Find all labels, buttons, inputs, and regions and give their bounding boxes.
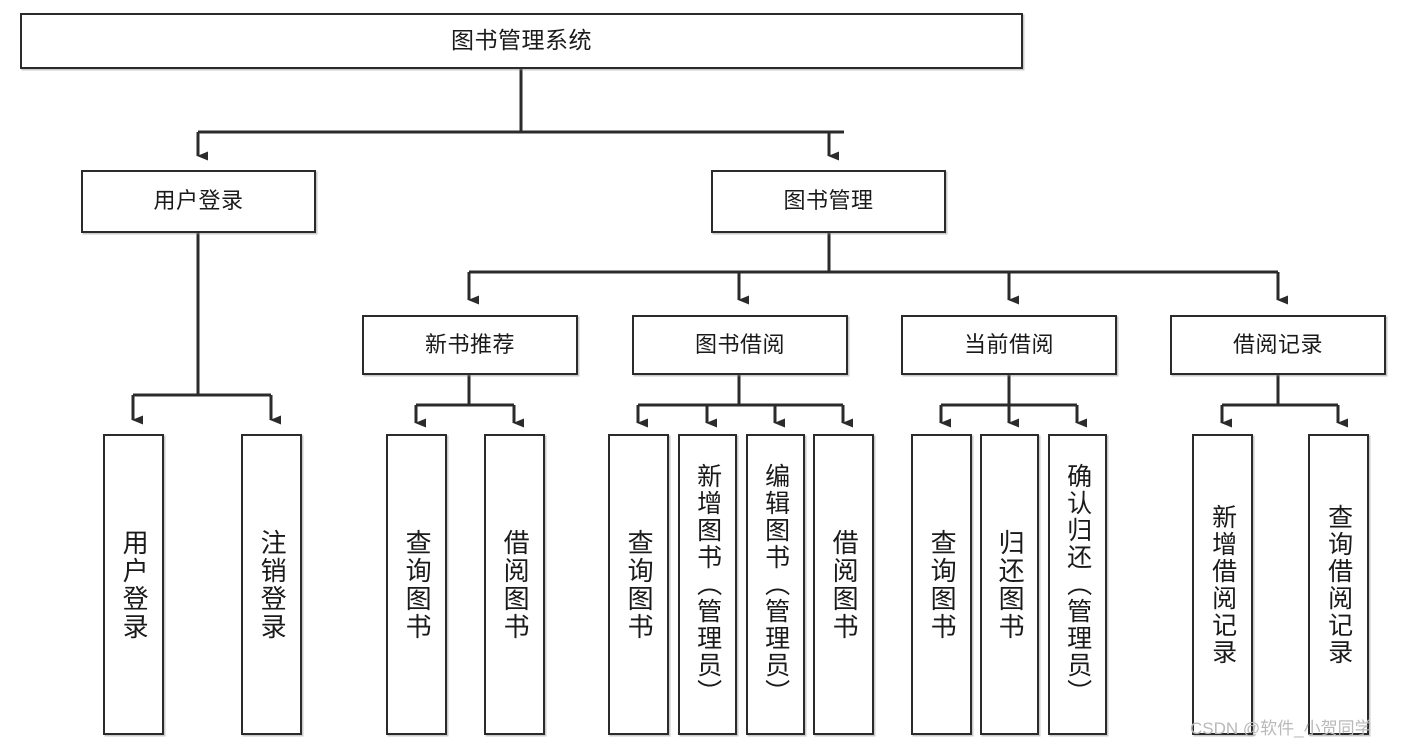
node-book-manage-label: 图书管理 [783, 188, 874, 214]
node-leaf-borrow-book-2[interactable]: 借阅图书 [813, 434, 874, 735]
node-current-borrow-label: 当前借阅 [963, 331, 1054, 357]
node-book-borrow-label: 图书借阅 [694, 331, 785, 357]
node-borrow-record-label: 借阅记录 [1232, 331, 1323, 357]
node-leaf-borrow-book-1[interactable]: 借阅图书 [484, 434, 545, 735]
node-leaf-logout-label: 注销登录 [257, 528, 288, 641]
csdn-watermark: CSDN @软件_小贺同学 [1190, 719, 1372, 738]
node-book-manage[interactable]: 图书管理 [711, 170, 946, 233]
node-root[interactable]: 图书管理系统 [20, 13, 1023, 69]
node-leaf-query-book-1[interactable]: 查询图书 [386, 434, 447, 735]
node-leaf-edit-book-label: 编辑图书（管理员） [761, 463, 790, 706]
node-leaf-query-record[interactable]: 查询借阅记录 [1308, 434, 1369, 735]
node-leaf-borrow-book-2-label: 借阅图书 [829, 528, 860, 641]
node-book-borrow[interactable]: 图书借阅 [632, 315, 848, 375]
node-leaf-edit-book[interactable]: 编辑图书（管理员） [746, 434, 805, 735]
node-borrow-record[interactable]: 借阅记录 [1170, 315, 1386, 375]
node-current-borrow[interactable]: 当前借阅 [901, 315, 1117, 375]
node-leaf-confirm-return-label: 确认归还（管理员） [1063, 463, 1092, 706]
node-leaf-add-record[interactable]: 新增借阅记录 [1192, 434, 1253, 735]
node-user-login-label: 用户登录 [153, 188, 244, 214]
node-root-label: 图书管理系统 [451, 27, 592, 54]
node-leaf-query-book-1-label: 查询图书 [402, 528, 433, 641]
node-leaf-confirm-return[interactable]: 确认归还（管理员） [1048, 434, 1107, 735]
node-leaf-query-book-3[interactable]: 查询图书 [911, 434, 972, 735]
node-leaf-query-book-3-label: 查询图书 [927, 528, 958, 641]
node-leaf-user-login-label: 用户登录 [119, 528, 150, 641]
node-leaf-add-record-label: 新增借阅记录 [1208, 503, 1237, 666]
node-leaf-user-login[interactable]: 用户登录 [103, 434, 164, 735]
node-user-login[interactable]: 用户登录 [81, 170, 316, 233]
node-leaf-return-book[interactable]: 归还图书 [980, 434, 1039, 735]
node-leaf-borrow-book-1-label: 借阅图书 [500, 528, 531, 641]
node-new-book-recommend-label: 新书推荐 [424, 331, 515, 357]
node-leaf-logout[interactable]: 注销登录 [241, 434, 302, 735]
node-new-book-recommend[interactable]: 新书推荐 [362, 315, 578, 375]
node-leaf-query-record-label: 查询借阅记录 [1324, 503, 1353, 666]
node-leaf-query-book-2[interactable]: 查询图书 [608, 434, 669, 735]
node-leaf-add-book[interactable]: 新增图书（管理员） [678, 434, 737, 735]
node-leaf-add-book-label: 新增图书（管理员） [693, 463, 722, 706]
node-leaf-return-book-label: 归还图书 [995, 528, 1026, 641]
node-leaf-query-book-2-label: 查询图书 [624, 528, 655, 641]
